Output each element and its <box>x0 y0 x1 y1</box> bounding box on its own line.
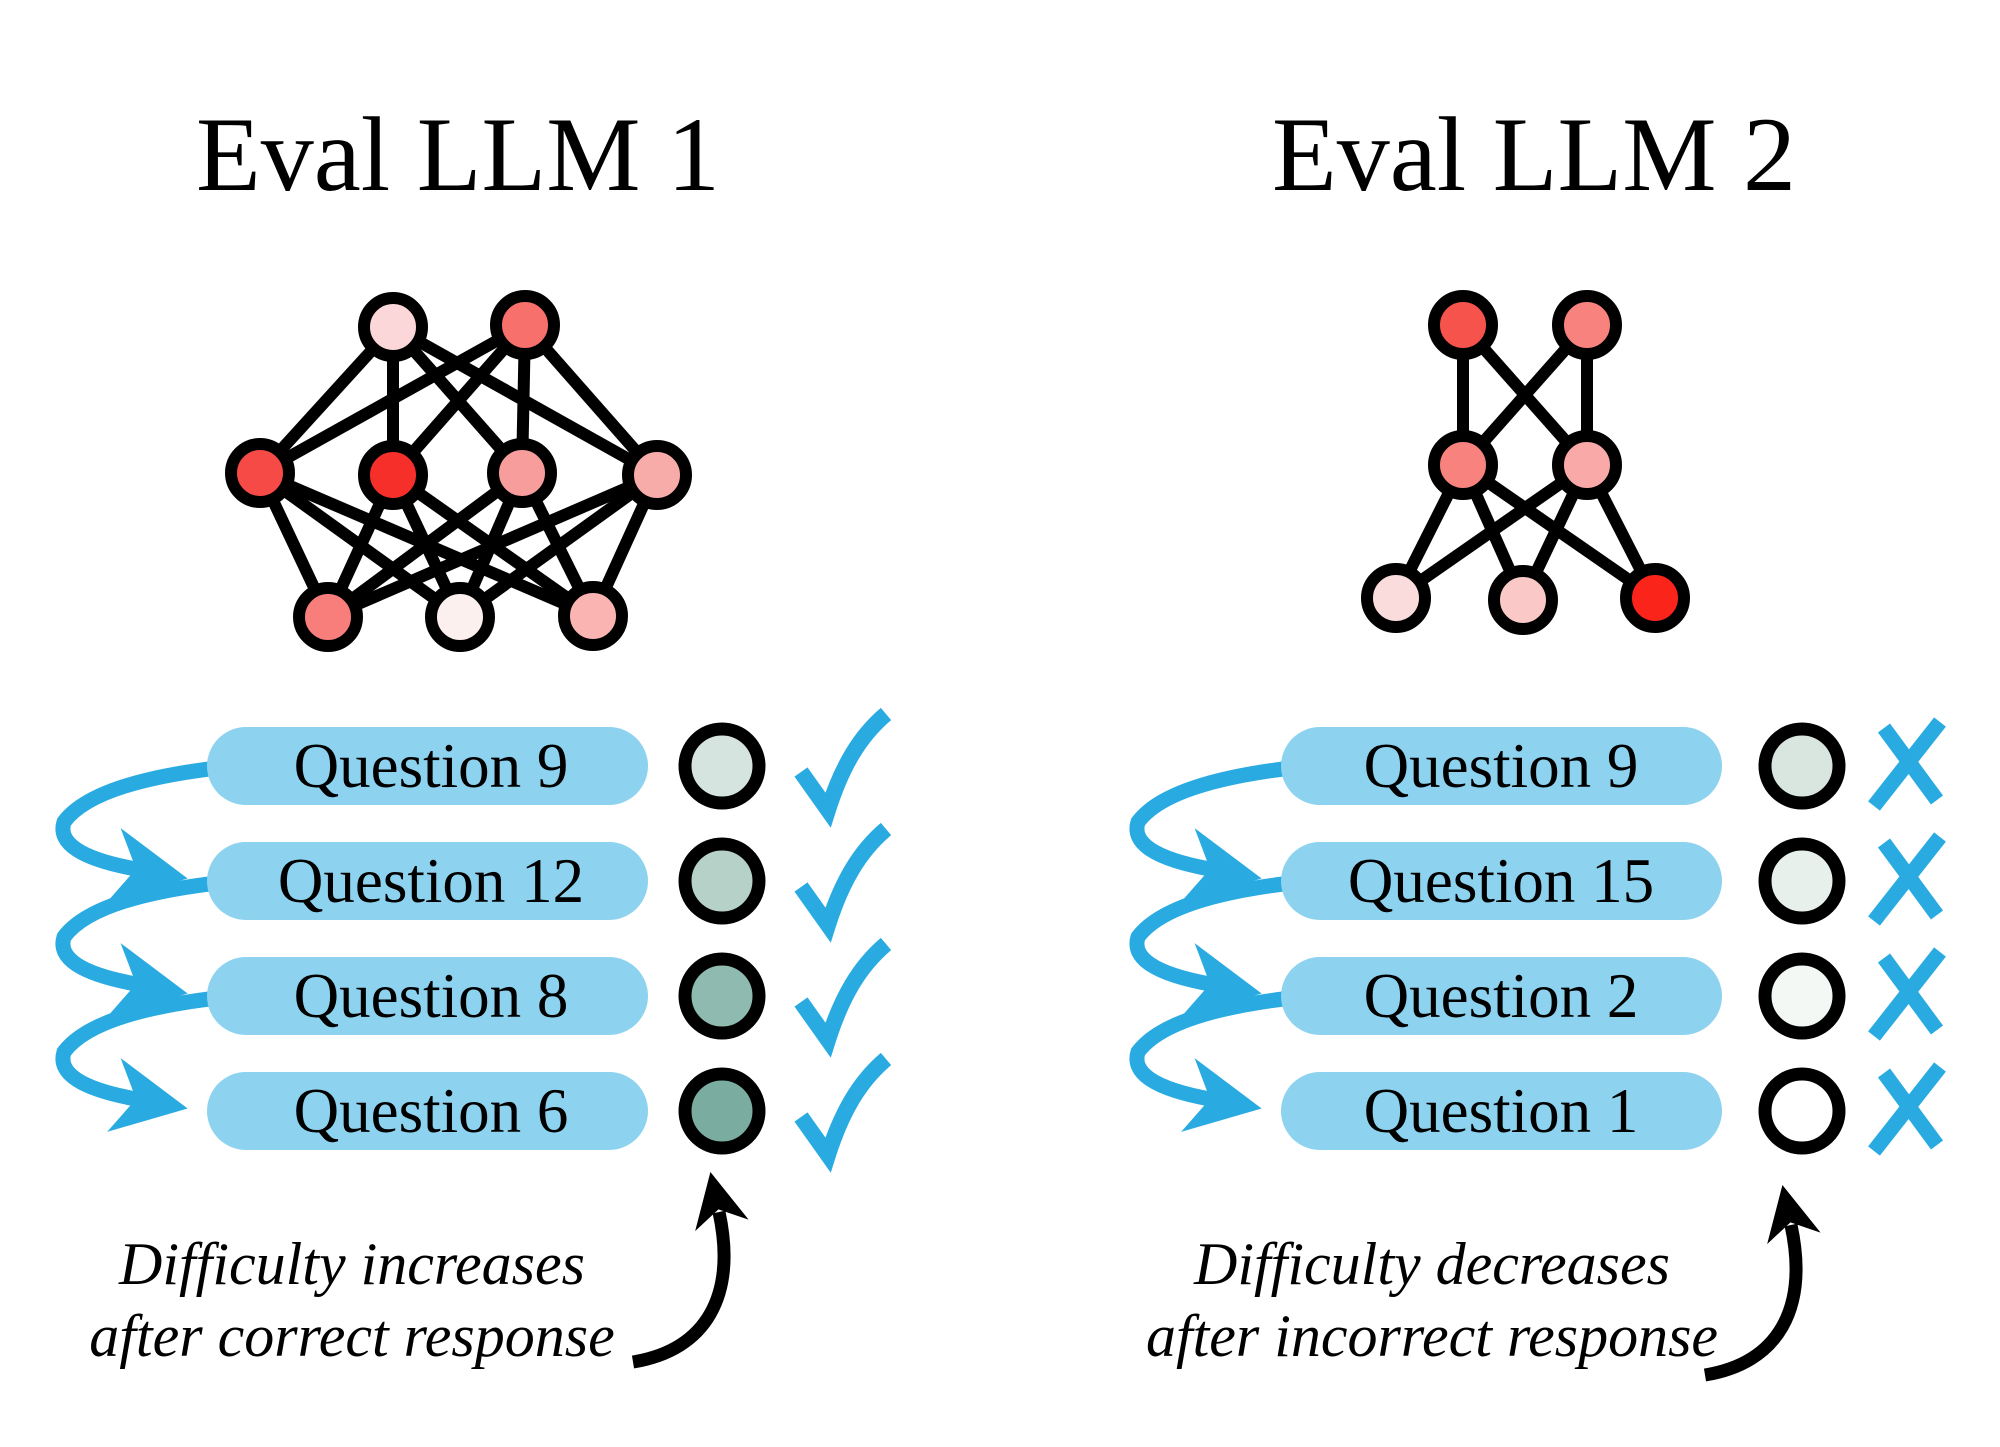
page-title: Eval LLM 2 <box>1272 96 1796 213</box>
network-node <box>558 581 628 651</box>
next-question-arrow <box>1129 991 1284 1132</box>
network-node <box>1552 290 1622 360</box>
next-question-arrow <box>55 991 210 1132</box>
network-node <box>358 292 428 362</box>
annotation-line-1: Difficulty decreases <box>1193 1231 1670 1297</box>
next-question-arrow <box>55 761 210 902</box>
annotation-line-2: after correct response <box>89 1303 614 1369</box>
cross-icon <box>1868 947 1946 1041</box>
network-edges <box>254 319 663 623</box>
question-row: Question 12 <box>207 822 892 943</box>
question-row: Question 9 <box>207 707 892 828</box>
network-node <box>1552 430 1622 500</box>
network-node <box>1620 563 1690 633</box>
question-pill <box>207 842 648 920</box>
network-node <box>1428 290 1498 360</box>
question-label: Question 6 <box>294 1076 569 1146</box>
question-row: Question 9 <box>1281 717 1946 811</box>
question-pill <box>1281 842 1722 920</box>
right-panel: Eval LLM 2 <box>1129 96 1946 1382</box>
annotation-left: Difficulty increases after correct respo… <box>89 1171 749 1369</box>
annotation-line-2: after incorrect response <box>1146 1303 1718 1369</box>
checkmark-icon <box>794 937 892 1058</box>
network-node <box>1488 565 1558 635</box>
question-row: Question 1 <box>1281 1062 1946 1156</box>
question-pill <box>207 957 648 1035</box>
question-label: Question 9 <box>1364 731 1639 801</box>
page-title: Eval LLM 1 <box>196 96 720 213</box>
left-panel: Eval LLM 1 <box>55 96 892 1369</box>
question-pill <box>1281 957 1722 1035</box>
question-list: Question 9 Question 15 Question 2 <box>1281 717 1946 1156</box>
network-node <box>425 582 495 652</box>
difficulty-indicator <box>1758 837 1846 925</box>
network-node <box>358 440 428 510</box>
cross-icon <box>1868 1062 1946 1156</box>
cross-icon <box>1868 832 1946 926</box>
question-row: Question 15 <box>1281 832 1946 926</box>
next-question-arrow <box>1129 761 1284 902</box>
next-question-arrow <box>55 876 210 1017</box>
question-list: Question 9 Question 12 Question 8 Questi… <box>207 707 892 1173</box>
difficulty-indicator <box>1758 952 1846 1040</box>
checkmark-icon <box>794 822 892 943</box>
checkmark-icon <box>794 1052 892 1173</box>
neural-network-1 <box>225 290 692 652</box>
network-node <box>1361 563 1431 633</box>
difficulty-indicator <box>678 1067 766 1155</box>
difficulty-indicator <box>678 952 766 1040</box>
question-label: Question 9 <box>294 731 569 801</box>
question-pill <box>207 1072 648 1150</box>
question-label: Question 2 <box>1364 961 1639 1031</box>
question-label: Question 8 <box>294 961 569 1031</box>
question-label: Question 1 <box>1364 1076 1639 1146</box>
network-node <box>1428 430 1498 500</box>
cross-icon <box>1868 717 1946 811</box>
question-row: Question 2 <box>1281 947 1946 1041</box>
annotation-line-1: Difficulty increases <box>118 1231 585 1297</box>
difficulty-indicator <box>1758 1067 1846 1155</box>
difficulty-indicator <box>678 837 766 925</box>
network-node <box>622 440 692 510</box>
adaptive-flow-arrows <box>55 761 210 1132</box>
next-question-arrow <box>1129 876 1284 1017</box>
question-row: Question 8 <box>207 937 892 1058</box>
annotation-right: Difficulty decreases after incorrect res… <box>1146 1184 1821 1382</box>
difficulty-indicator <box>1758 722 1846 810</box>
network-node <box>490 290 560 360</box>
network-node <box>487 438 557 508</box>
question-pill <box>1281 1072 1722 1150</box>
question-pill <box>207 727 648 805</box>
pointer-arrow <box>1703 1184 1821 1382</box>
neural-network-2 <box>1361 290 1690 635</box>
network-node <box>225 438 295 508</box>
question-label: Question 15 <box>1348 846 1654 916</box>
question-pill <box>1281 727 1722 805</box>
adaptive-flow-arrows <box>1129 761 1284 1132</box>
network-node <box>293 582 363 652</box>
difficulty-indicator <box>678 722 766 810</box>
question-row: Question 6 <box>207 1052 892 1173</box>
question-label: Question 12 <box>278 846 584 916</box>
checkmark-icon <box>794 707 892 828</box>
pointer-arrow <box>631 1171 749 1369</box>
